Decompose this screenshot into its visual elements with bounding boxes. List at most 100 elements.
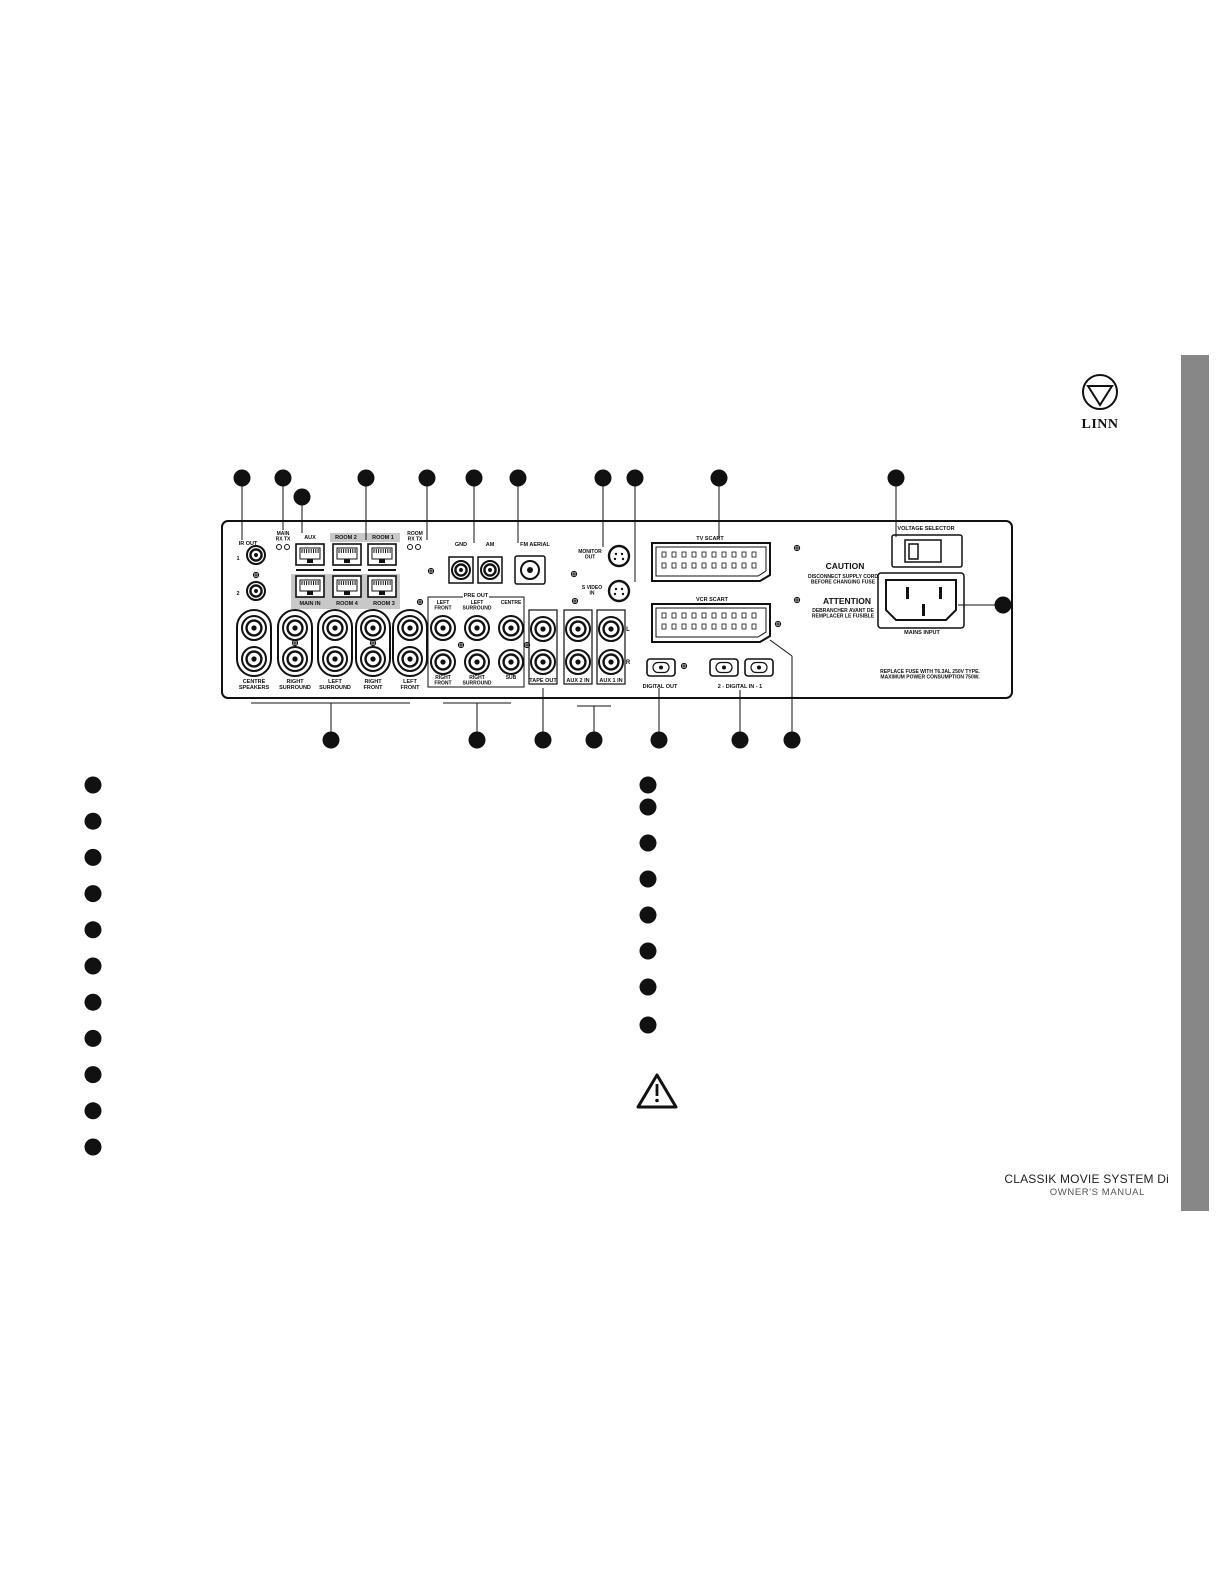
rca-pin bbox=[474, 625, 480, 631]
key-marker-icon bbox=[84, 1102, 102, 1120]
scart-inner bbox=[655, 607, 767, 638]
channel-r-label: R bbox=[626, 660, 631, 666]
tv-scart-connector bbox=[651, 542, 771, 582]
svideo-pin bbox=[614, 552, 618, 556]
scart-pin bbox=[671, 623, 677, 630]
warning-dot bbox=[655, 1098, 659, 1103]
pre-out-header bbox=[463, 591, 489, 601]
key-marker-icon bbox=[639, 798, 657, 816]
scart-pin bbox=[681, 551, 687, 558]
rj45-tab bbox=[307, 591, 313, 595]
key-marker-icon bbox=[84, 812, 102, 830]
key-marker-icon bbox=[639, 906, 657, 924]
rca-pin bbox=[508, 659, 514, 665]
coax-pin bbox=[659, 665, 663, 670]
callout-marker-icon bbox=[465, 469, 483, 487]
linn-triangle-logo-icon bbox=[1082, 374, 1118, 410]
rca-pin bbox=[488, 568, 492, 572]
key-marker-icon bbox=[84, 921, 102, 939]
tape-out-label: TAPE OUT bbox=[529, 678, 557, 684]
monitor-out-svideo bbox=[607, 544, 631, 568]
key-marker-icon bbox=[84, 1066, 102, 1084]
rca-pin bbox=[459, 568, 463, 572]
attention-title: ATTENTION bbox=[823, 596, 871, 606]
key-marker-icon bbox=[84, 1138, 102, 1156]
rj45-tab bbox=[344, 559, 350, 563]
callout-marker-icon bbox=[650, 731, 668, 749]
rca-pin bbox=[540, 626, 546, 632]
voltage-selector-slider bbox=[908, 543, 919, 560]
pre-out-top-label: CENTRE bbox=[501, 600, 522, 606]
mains-input-label: MAINS INPUT bbox=[904, 630, 940, 636]
scart-pin bbox=[721, 623, 727, 630]
callout-marker-icon bbox=[468, 731, 486, 749]
aux-port bbox=[295, 543, 325, 566]
scart-pin bbox=[711, 612, 717, 619]
room4-port bbox=[332, 575, 362, 598]
tape-out-box bbox=[528, 609, 558, 685]
aux-label: AUX bbox=[304, 535, 316, 541]
scart-pin bbox=[691, 623, 697, 630]
room2-label: ROOM 2 bbox=[335, 535, 357, 541]
rca-pin bbox=[292, 656, 298, 662]
rca-pin bbox=[292, 625, 298, 631]
vcr-scart-label: VCR SCART bbox=[696, 597, 729, 603]
main-rx-led bbox=[276, 544, 282, 550]
rca-pin bbox=[251, 656, 257, 662]
room-header-shade bbox=[330, 533, 400, 542]
room3-label: ROOM 3 bbox=[373, 601, 395, 607]
vcr-scart-connector bbox=[651, 603, 771, 643]
room-tx-led bbox=[415, 544, 421, 550]
scart-pin bbox=[731, 562, 737, 569]
scart-pin bbox=[741, 562, 747, 569]
main-tx-led bbox=[284, 544, 290, 550]
am-label: AM bbox=[486, 542, 495, 548]
key-marker-icon bbox=[639, 1016, 657, 1034]
main-in-label: MAIN IN bbox=[299, 601, 320, 607]
callout-marker-icon bbox=[293, 488, 311, 506]
room4-label: ROOM 4 bbox=[336, 601, 359, 607]
scart-pin bbox=[681, 562, 687, 569]
digital-out-label: DIGITAL OUT bbox=[643, 684, 678, 690]
document-footer: CLASSIK MOVIE SYSTEM Di OWNER'S MANUAL bbox=[1004, 1172, 1169, 1198]
key-marker-icon bbox=[84, 848, 102, 866]
scart-pin bbox=[711, 551, 717, 558]
callout-marker-icon bbox=[534, 731, 552, 749]
rca-pin bbox=[540, 659, 546, 665]
callout-marker-icon bbox=[783, 731, 801, 749]
ir-out-1-label: 1 bbox=[236, 556, 239, 562]
key-marker-icon bbox=[639, 942, 657, 960]
scart-pin bbox=[691, 551, 697, 558]
key-marker-icon bbox=[84, 776, 102, 794]
scart-pin bbox=[681, 623, 687, 630]
tv-scart-label: TV SCART bbox=[696, 536, 724, 542]
scart-pin bbox=[721, 612, 727, 619]
digital-in-label: 2 - DIGITAL IN - 1 bbox=[718, 684, 762, 690]
brand-wordmark: LINN bbox=[1081, 417, 1119, 432]
coax-ring bbox=[715, 661, 733, 674]
aux2-in-box bbox=[563, 609, 593, 685]
ir-out-2-label: 2 bbox=[236, 591, 239, 597]
gnd-label: GND bbox=[455, 542, 467, 548]
scart-pin bbox=[701, 612, 707, 619]
room3-port bbox=[367, 575, 397, 598]
key-marker-icon bbox=[84, 957, 102, 975]
scart-pin bbox=[661, 551, 667, 558]
caution-title: CAUTION bbox=[826, 561, 865, 571]
fm-aerial-pin bbox=[527, 567, 533, 573]
s-video-in-svideo bbox=[607, 579, 631, 603]
coax-ring bbox=[652, 661, 670, 674]
mains-input-socket bbox=[885, 579, 957, 621]
aux1-in-box bbox=[596, 609, 626, 685]
scart-pin bbox=[691, 612, 697, 619]
scart-pin bbox=[661, 623, 667, 630]
coax-pin bbox=[722, 665, 726, 670]
room2-port bbox=[332, 543, 362, 566]
scart-pin bbox=[741, 551, 747, 558]
